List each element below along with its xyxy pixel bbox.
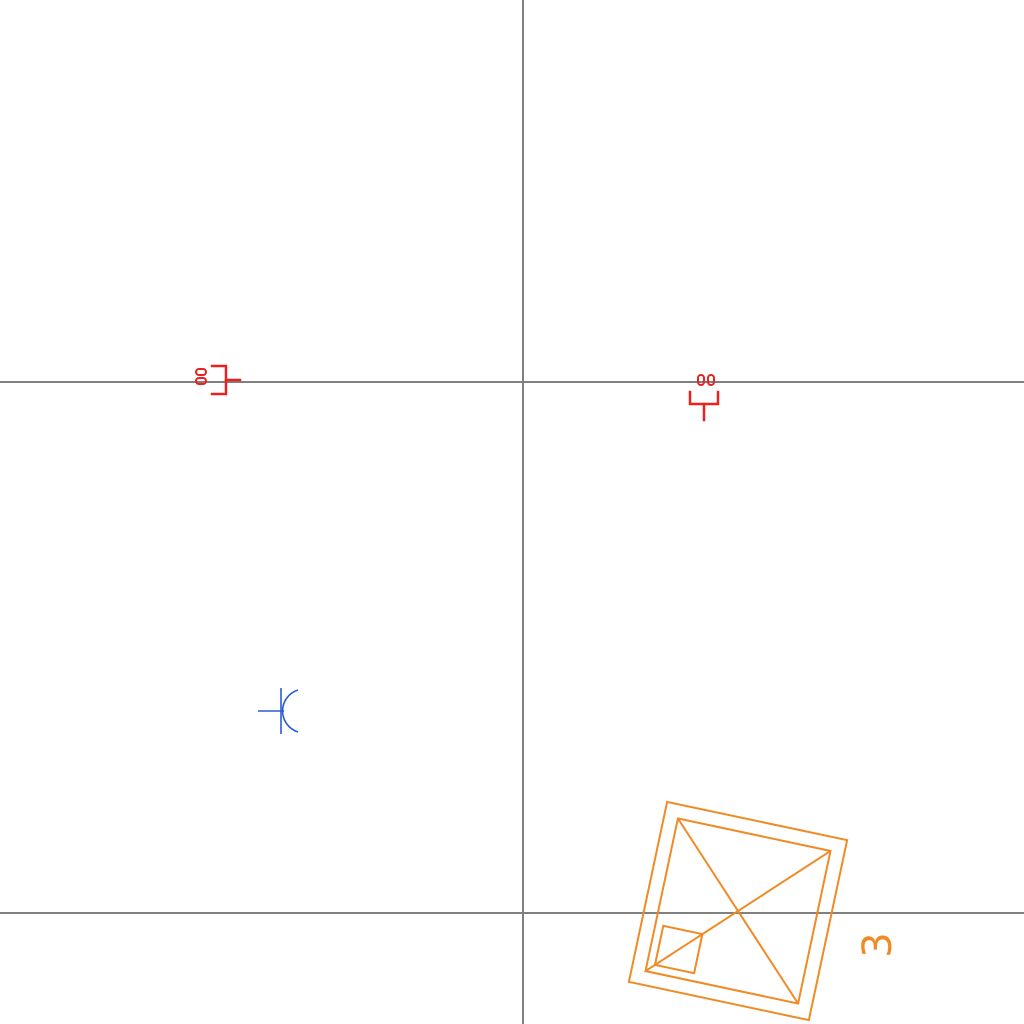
outlet-symbol-icon[interactable]	[688, 374, 720, 422]
jack-symbol-icon[interactable]	[258, 688, 299, 734]
fixture-label: 3	[855, 932, 901, 957]
outlet-symbol-icon[interactable]	[195, 364, 242, 396]
square-fixture-icon[interactable]	[627, 800, 849, 1022]
